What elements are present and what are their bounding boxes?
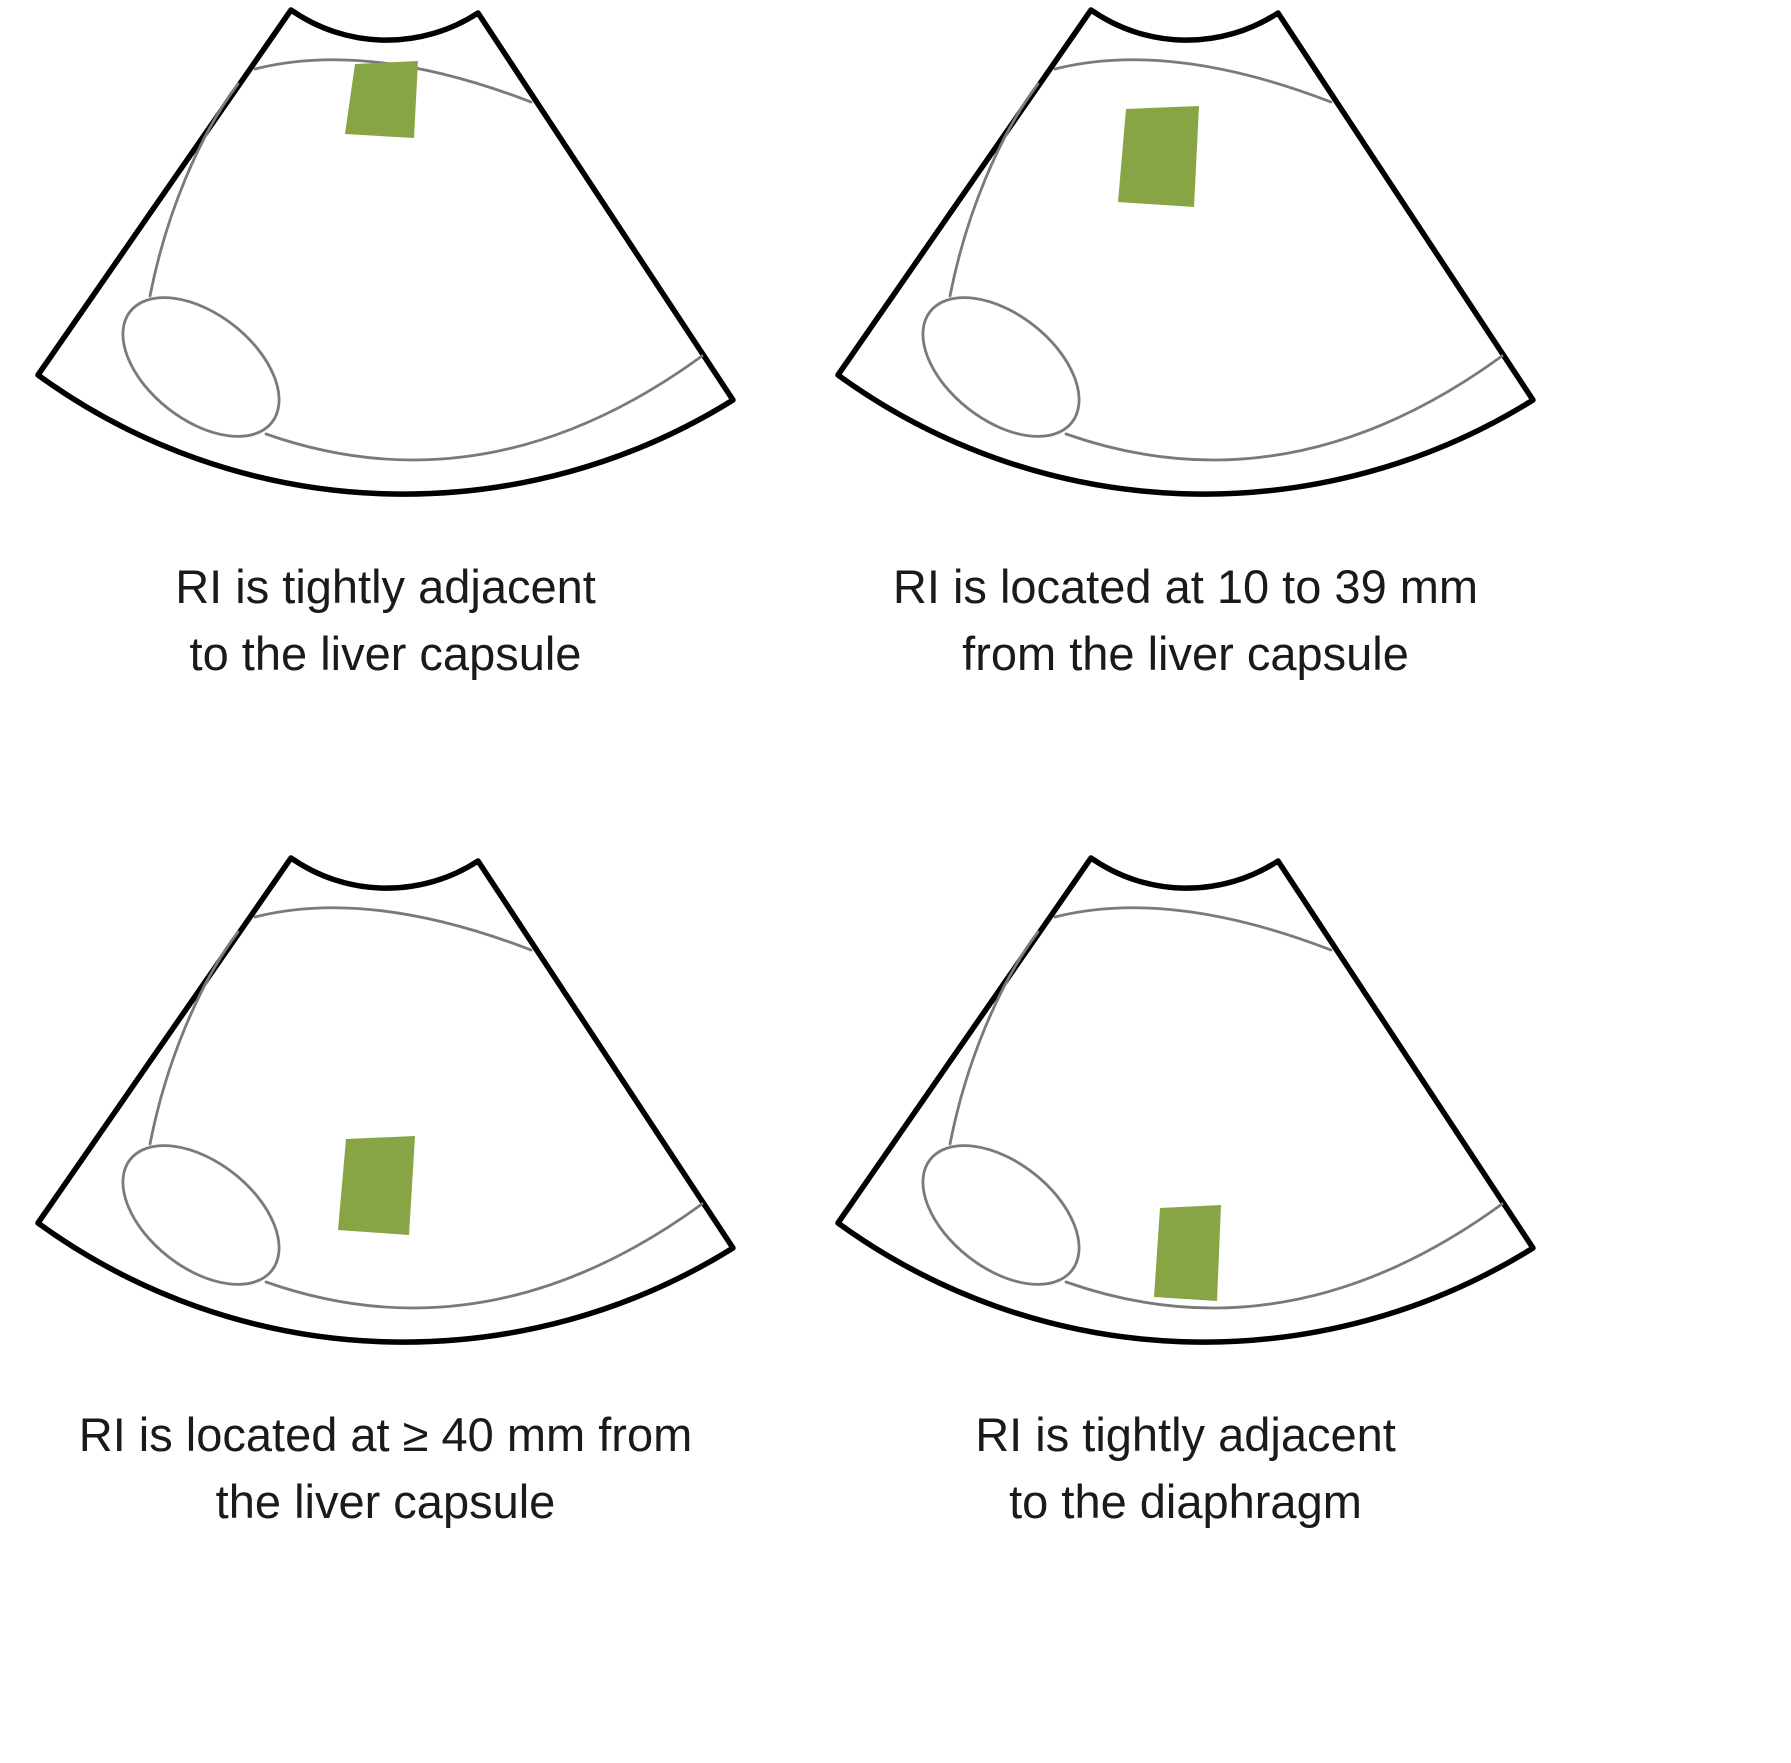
panel-roi-40mm-or-more-from-capsule: RI is located at ≥ 40 mm from the liver … — [8, 852, 808, 1700]
roi-box — [1154, 1205, 1221, 1301]
caption-line-1: RI is tightly adjacent — [175, 560, 596, 613]
fan-outline — [35, 855, 736, 1345]
caption-line-2: from the liver capsule — [962, 626, 1409, 680]
diaphragm-line — [264, 1202, 704, 1310]
caption-line-1: RI is located at 10 to 39 mm — [892, 560, 1479, 613]
liver-border-line — [948, 930, 1040, 1146]
panel-caption: RI is tightly adjacent to the liver caps… — [8, 554, 763, 687]
ultrasound-fan-diagram — [35, 855, 736, 1345]
panel-caption: RI is tightly adjacent to the diaphragm — [808, 1402, 1563, 1535]
organ-ellipse — [921, 1144, 1081, 1286]
liver-capsule-line — [1053, 58, 1333, 104]
diaphragm-line — [1064, 354, 1504, 462]
diaphragm-line — [264, 354, 704, 462]
panel-roi-adjacent-diaphragm: RI is tightly adjacent to the diaphragm — [808, 852, 1608, 1700]
panel-roi-10-39mm-from-capsule: RI is located at 10 to 39 mm from the li… — [808, 4, 1608, 852]
diaphragm-line — [1064, 1202, 1504, 1310]
organ-ellipse — [121, 296, 281, 438]
ultrasound-fan-diagram — [835, 7, 1536, 497]
caption-line-2: to the liver capsule — [189, 626, 582, 680]
liver-border-line — [948, 82, 1040, 298]
caption-line-2: to the diaphragm — [1009, 1474, 1362, 1528]
fan-outline — [835, 7, 1536, 497]
roi-box — [338, 1136, 415, 1235]
caption-line-2: the liver capsule — [215, 1474, 556, 1528]
caption-line-1: RI is located at ≥ 40 mm from — [78, 1408, 693, 1461]
panel-caption: RI is located at 10 to 39 mm from the li… — [808, 554, 1563, 687]
panel-caption: RI is located at ≥ 40 mm from the liver … — [8, 1402, 763, 1535]
figure-grid: RI is tightly adjacent to the liver caps… — [8, 4, 1608, 1700]
liver-capsule-line — [253, 906, 533, 952]
ultrasound-fan-diagram — [35, 7, 736, 497]
organ-ellipse — [921, 296, 1081, 438]
panel-roi-adjacent-capsule: RI is tightly adjacent to the liver caps… — [8, 4, 808, 852]
organ-ellipse — [121, 1144, 281, 1286]
liver-capsule-line — [1053, 906, 1333, 952]
liver-border-line — [148, 930, 240, 1146]
roi-box — [345, 61, 418, 138]
caption-line-1: RI is tightly adjacent — [975, 1408, 1396, 1461]
roi-box — [1118, 106, 1199, 207]
ultrasound-fan-diagram — [835, 855, 1536, 1345]
liver-border-line — [148, 82, 240, 298]
